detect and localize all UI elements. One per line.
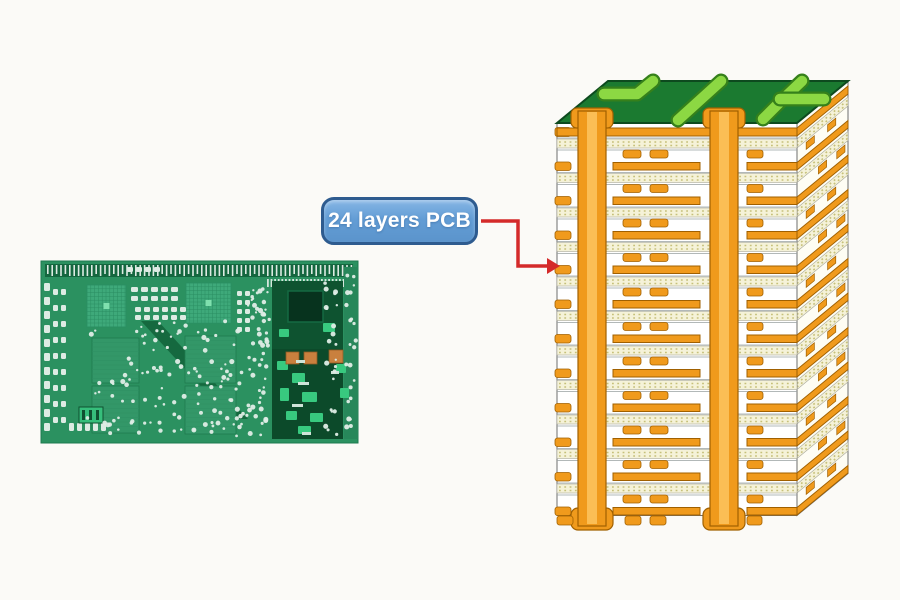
prepreg-layer bbox=[556, 276, 798, 287]
pcb-photo-image bbox=[40, 260, 359, 444]
signal-pad bbox=[746, 425, 764, 435]
signal-pad bbox=[746, 494, 764, 504]
prepreg-layer bbox=[556, 449, 798, 459]
copper-pad bbox=[328, 349, 344, 364]
top-trace bbox=[672, 75, 727, 126]
top-trace bbox=[598, 75, 659, 100]
signal-pad bbox=[622, 425, 642, 435]
bottom-pad bbox=[746, 515, 763, 526]
signal-pad bbox=[746, 460, 764, 469]
copper-layer bbox=[612, 507, 701, 516]
signal-pad bbox=[649, 322, 669, 331]
copper-layer bbox=[612, 196, 701, 205]
signal-pad bbox=[746, 391, 764, 400]
prepreg-layer bbox=[556, 380, 798, 390]
signal-pad bbox=[649, 460, 669, 469]
signal-pad bbox=[649, 356, 669, 366]
callout-label: 24 layers PCB bbox=[321, 197, 478, 245]
signal-pad bbox=[622, 287, 642, 297]
signal-pad bbox=[622, 218, 642, 228]
signal-pad bbox=[746, 149, 764, 159]
callout-label-text: 24 layers PCB bbox=[328, 209, 471, 232]
signal-pad bbox=[622, 356, 642, 366]
signal-pad bbox=[746, 253, 764, 262]
copper-pad bbox=[285, 351, 300, 365]
signal-pad bbox=[649, 287, 669, 297]
bottom-pad bbox=[624, 515, 642, 526]
signal-pad bbox=[622, 149, 642, 159]
signal-pad bbox=[649, 425, 669, 435]
prepreg-layer bbox=[556, 345, 798, 356]
signal-pad bbox=[649, 391, 669, 400]
signal-pad bbox=[622, 460, 642, 469]
bottom-pad bbox=[649, 515, 667, 526]
signal-pad bbox=[746, 322, 764, 331]
signal-pad bbox=[649, 149, 669, 159]
copper-fill-area bbox=[184, 335, 237, 384]
prepreg-layer bbox=[556, 483, 798, 494]
signal-pad bbox=[746, 356, 764, 366]
signal-pad bbox=[746, 218, 764, 228]
copper-layer bbox=[612, 300, 701, 309]
pcb-layer-stack-illustration bbox=[554, 73, 851, 531]
signal-pad bbox=[622, 494, 642, 504]
signal-pad bbox=[649, 218, 669, 228]
signal-pad bbox=[746, 287, 764, 297]
copper-layer bbox=[612, 438, 701, 447]
prepreg-layer bbox=[556, 138, 798, 149]
signal-pad bbox=[622, 253, 642, 262]
copper-layer bbox=[612, 472, 701, 481]
copper-fill-area bbox=[184, 385, 237, 435]
signal-pad bbox=[622, 391, 642, 400]
signal-pad bbox=[622, 184, 642, 193]
copper-layer bbox=[612, 162, 701, 171]
copper-layer bbox=[612, 403, 701, 412]
signal-pad bbox=[649, 253, 669, 262]
bottom-pad bbox=[556, 515, 574, 526]
prepreg-layer bbox=[556, 242, 798, 252]
arrow-head bbox=[547, 258, 560, 274]
copper-layer bbox=[612, 334, 701, 343]
signal-pad bbox=[746, 184, 764, 193]
prepreg-layer bbox=[556, 173, 798, 183]
prepreg-layer bbox=[556, 207, 798, 218]
copper-layer bbox=[556, 127, 798, 137]
copper-layer bbox=[612, 369, 701, 378]
prepreg-layer bbox=[556, 414, 798, 425]
signal-pad bbox=[649, 494, 669, 504]
copper-layer bbox=[612, 231, 701, 240]
arrow-line bbox=[481, 219, 547, 268]
copper-pad bbox=[303, 351, 318, 365]
prepreg-layer bbox=[556, 311, 798, 321]
signal-pad bbox=[622, 322, 642, 331]
signal-pad bbox=[649, 184, 669, 193]
callout-arrow bbox=[481, 219, 560, 274]
chip-footprint bbox=[287, 290, 324, 323]
copper-layer bbox=[612, 265, 701, 274]
